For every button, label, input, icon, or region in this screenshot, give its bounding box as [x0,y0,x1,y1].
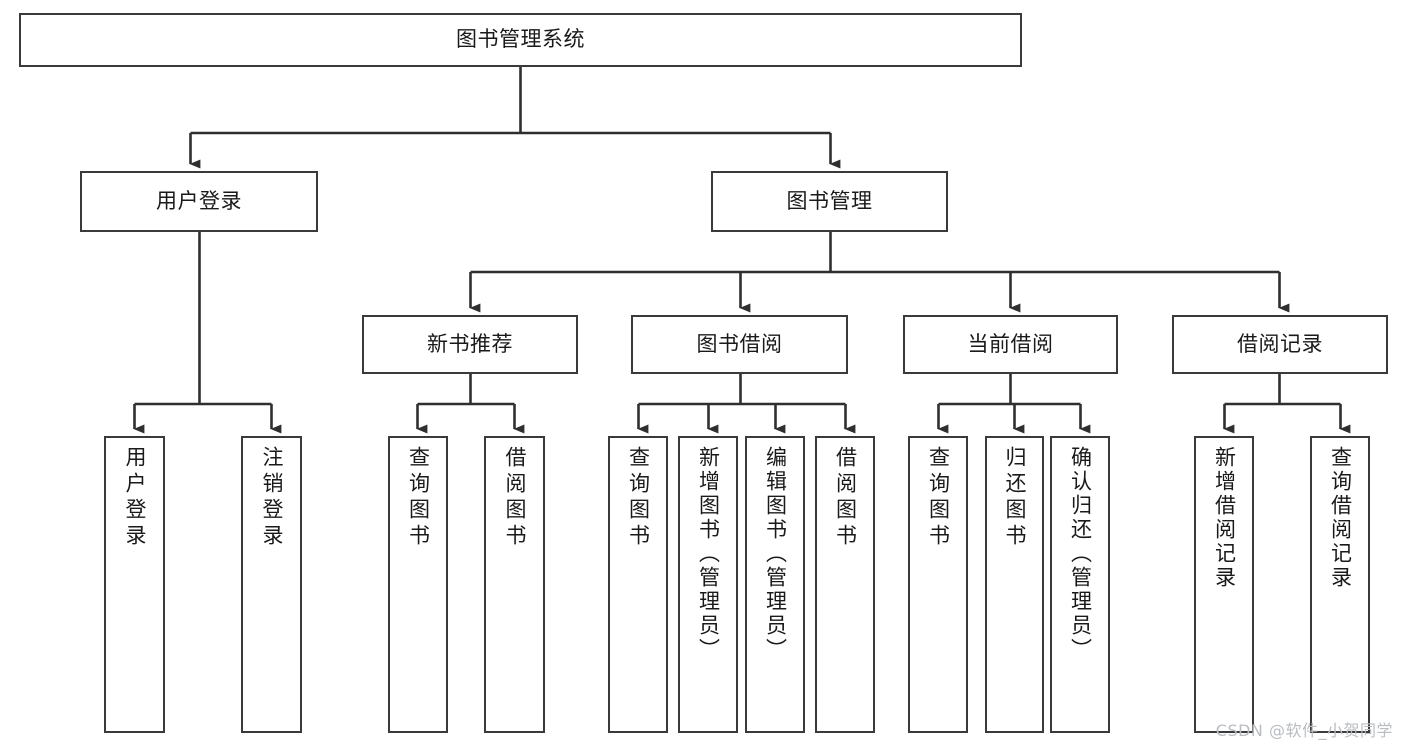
node-label: 图书管理系统 [456,27,585,52]
node-new-book-recommend[interactable]: 新书推荐 [362,315,578,374]
node-label: 新增图书（管理员） [696,446,721,662]
node-label: 归还图书 [1003,446,1027,550]
node-root[interactable]: 图书管理系统 [19,13,1022,67]
node-label: 借阅图书 [833,446,858,550]
node-user-login[interactable]: 用户登录 [80,171,318,232]
node-label: 用户登录 [123,446,147,550]
leaf-user-login[interactable]: 用户登录 [104,436,165,733]
leaf-edit-book-admin[interactable]: 编辑图书（管理员） [745,436,805,733]
leaf-borrow-book-recommend[interactable]: 借阅图书 [484,436,545,733]
node-book-management[interactable]: 图书管理 [711,171,948,232]
node-label: 查询图书 [626,446,651,550]
node-label: 注销登录 [260,446,284,550]
node-label: 当前借阅 [967,331,1054,356]
node-label: 查询借阅记录 [1328,446,1353,590]
leaf-add-book-admin[interactable]: 新增图书（管理员） [678,436,738,733]
leaf-query-book-borrow[interactable]: 查询图书 [608,436,668,733]
node-book-borrow[interactable]: 图书借阅 [631,315,848,374]
node-label: 借阅图书 [503,446,527,550]
node-current-borrow[interactable]: 当前借阅 [903,315,1118,374]
leaf-return-book[interactable]: 归还图书 [985,436,1044,733]
node-label: 图书借阅 [696,331,783,356]
node-label: 新书推荐 [427,331,513,356]
node-label: 图书管理 [786,188,873,213]
leaf-logout[interactable]: 注销登录 [241,436,302,733]
node-label: 确认归还（管理员） [1068,446,1093,662]
leaf-query-book-recommend[interactable]: 查询图书 [388,436,448,733]
leaf-add-borrow-record[interactable]: 新增借阅记录 [1194,436,1254,733]
node-label: 借阅记录 [1237,331,1323,356]
leaf-query-borrow-record[interactable]: 查询借阅记录 [1310,436,1370,733]
node-borrow-record[interactable]: 借阅记录 [1172,315,1388,374]
node-label: 编辑图书（管理员） [763,446,788,662]
node-label: 查询图书 [926,446,951,550]
node-label: 新增借阅记录 [1212,446,1237,590]
csdn-watermark: CSDN @软件_小贺同学 [1215,721,1393,740]
node-label: 用户登录 [156,188,242,213]
leaf-query-book-current[interactable]: 查询图书 [908,436,968,733]
leaf-confirm-return-admin[interactable]: 确认归还（管理员） [1050,436,1110,733]
node-label: 查询图书 [406,446,431,550]
leaf-borrow-book[interactable]: 借阅图书 [815,436,875,733]
